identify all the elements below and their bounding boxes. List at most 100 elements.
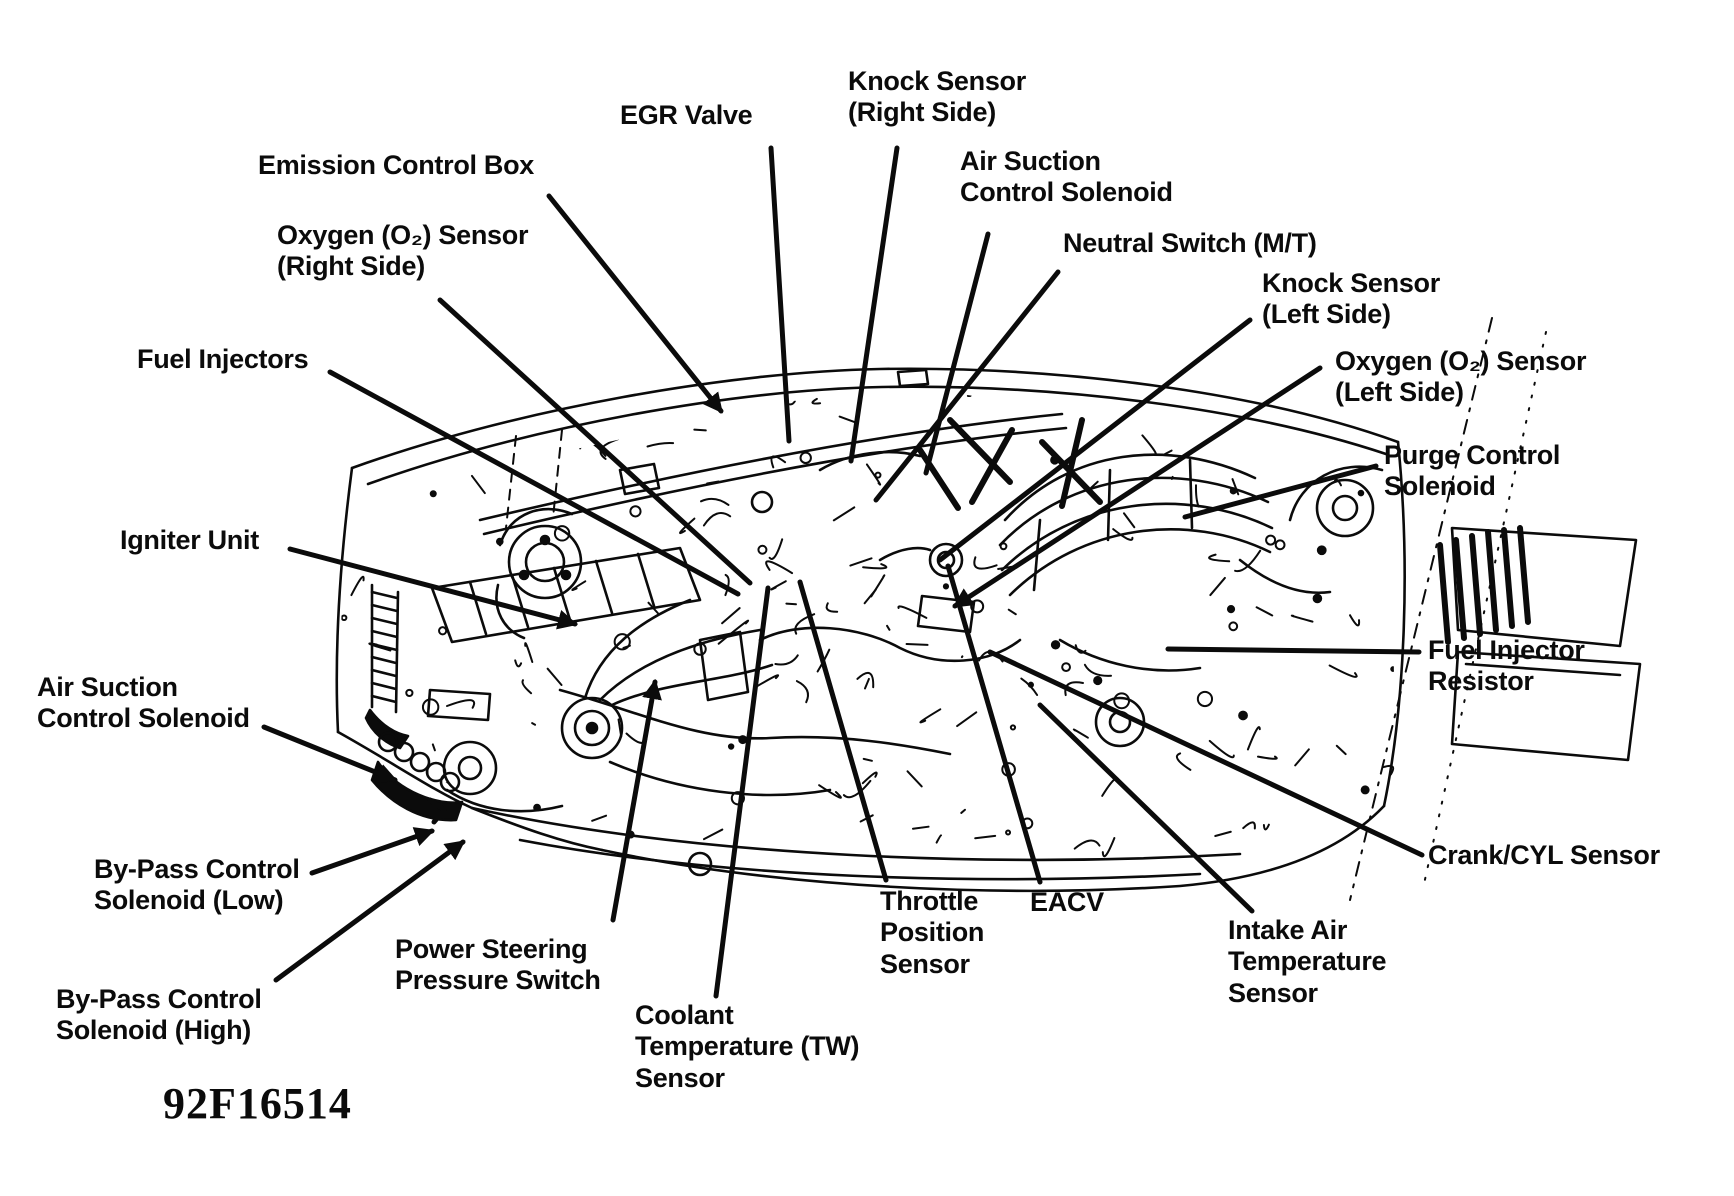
leader-egr-valve: [768, 145, 792, 444]
greeble: [524, 642, 534, 663]
greeble: [1209, 576, 1226, 597]
greeble: [1083, 663, 1112, 677]
greeble: [1074, 644, 1087, 654]
greeble: [832, 506, 856, 522]
leader-crank-cyl-sensor: [987, 649, 1425, 858]
hood-edge-outer: [350, 367, 1400, 470]
greeble: [1194, 484, 1200, 508]
greeble: [1093, 675, 1103, 686]
greeble: [770, 455, 787, 469]
greeble: [870, 574, 886, 598]
greeble: [571, 580, 587, 591]
greeble: [438, 626, 448, 636]
bay-left-lower: [336, 730, 604, 852]
greeble: [1335, 744, 1347, 756]
greeble: [1163, 449, 1173, 456]
label-air-suction-control-solenoid-lower: Air Suction Control Solenoid: [37, 672, 250, 734]
label-bypass-control-solenoid-high: By-Pass Control Solenoid (High): [56, 984, 262, 1046]
greeble: [1141, 434, 1157, 456]
harness-mass: [917, 417, 1103, 511]
greeble: [942, 583, 950, 590]
greeble: [629, 505, 642, 518]
leader-igniter-unit: [287, 546, 578, 630]
greeble: [721, 607, 741, 625]
engine-line-art: [335, 317, 1642, 901]
greeble: [774, 654, 799, 666]
greeble: [1294, 748, 1310, 767]
greeble: [693, 642, 707, 656]
greeble: [849, 557, 873, 567]
greeble: [765, 560, 794, 575]
greeble: [1208, 739, 1235, 759]
greeble: [533, 803, 541, 812]
label-air-suction-control-solenoid-upper: Air Suction Control Solenoid: [960, 146, 1173, 208]
greeble: [862, 757, 873, 762]
label-knock-sensor-right: Knock Sensor (Right Side): [848, 66, 1026, 128]
label-neutral-switch: Neutral Switch (M/T): [1063, 228, 1317, 258]
greeble: [1112, 528, 1134, 541]
greeble: [679, 517, 696, 535]
greeble: [974, 834, 997, 840]
label-bypass-control-solenoid-low: By-Pass Control Solenoid (Low): [94, 854, 300, 916]
greeble: [1290, 614, 1314, 623]
greeble: [799, 451, 812, 465]
leader-neutral-switch: [873, 269, 1061, 503]
greeble: [706, 480, 720, 485]
greeble: [1238, 710, 1248, 721]
greeble: [1122, 512, 1136, 529]
front-lip-1: [470, 806, 1242, 862]
greeble: [960, 655, 964, 659]
greeble: [446, 699, 475, 709]
greeble: [1229, 487, 1237, 495]
greeble: [730, 791, 745, 806]
greeble: [1349, 614, 1361, 627]
greeble: [693, 428, 707, 432]
greeble: [1175, 752, 1192, 771]
greeble: [617, 718, 623, 738]
bay-bottom-edge: [600, 804, 1386, 893]
greeble: [1316, 545, 1327, 556]
front-lip-2: [518, 838, 1202, 881]
figure-code: 92F16514: [163, 1079, 352, 1128]
greeble: [1061, 662, 1071, 673]
greeble: [563, 616, 571, 620]
greeble: [646, 442, 675, 448]
leader-air-suction-control-solenoid-upper: [923, 231, 991, 476]
leader-bypass-control-solenoid-low: [309, 827, 435, 876]
greeble: [795, 680, 809, 704]
greeble: [863, 677, 870, 690]
leader-purge-control-solenoid: [1182, 463, 1379, 520]
left-strut-tower: [495, 507, 583, 640]
greeble: [818, 784, 842, 799]
greeble: [531, 722, 537, 726]
greeble: [785, 602, 797, 606]
greeble: [1382, 764, 1395, 776]
leader-bypass-control-solenoid-high: [273, 839, 466, 983]
fender-hatch: [364, 583, 410, 750]
label-egr-valve: EGR Valve: [620, 100, 753, 130]
greeble: [1073, 839, 1101, 850]
throttle-body: [878, 542, 976, 634]
label-fuel-injector-resistor: Fuel Injector Resistor: [1428, 635, 1585, 697]
greeble: [874, 471, 882, 479]
greeble: [421, 698, 440, 716]
greeble: [1360, 785, 1370, 795]
label-eacv: EACV: [1030, 887, 1104, 917]
greeble: [999, 542, 1008, 551]
greeble: [811, 397, 822, 405]
greeble: [1265, 534, 1277, 546]
leader-eacv: [945, 563, 1043, 885]
greeble: [1231, 478, 1240, 496]
greeble: [1262, 823, 1270, 831]
greeble: [935, 834, 942, 844]
greeble: [886, 624, 891, 631]
greeble: [757, 544, 768, 555]
greeble: [865, 463, 882, 486]
brace-bar-2: [482, 426, 1068, 536]
leader-fuel-injector-resistor: [1165, 646, 1422, 655]
greeble: [1255, 606, 1274, 617]
greeble: [1072, 728, 1089, 739]
greeble: [911, 825, 930, 830]
greeble: [700, 497, 730, 506]
greeble: [553, 525, 571, 542]
